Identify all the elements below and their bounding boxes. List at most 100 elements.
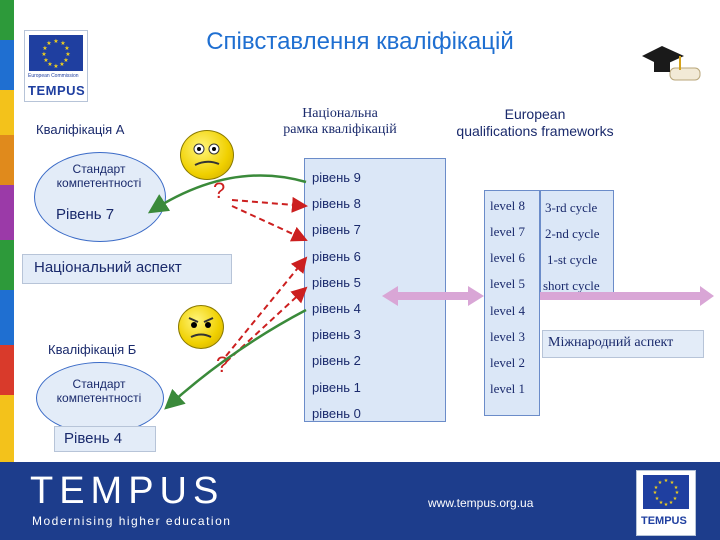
national-level-8: рівень 8 [312, 196, 361, 211]
qualification-a-standard: Стандарт компетентності [40, 162, 158, 190]
eu-level-6: level 6 [490, 250, 526, 265]
qualification-a-title: Кваліфікація А [36, 122, 125, 137]
question-mark-b: ? [216, 352, 229, 377]
svg-text:★: ★ [53, 38, 58, 45]
national-level-7: рівень 7 [312, 222, 361, 237]
svg-text:★: ★ [659, 500, 664, 506]
svg-text:★: ★ [63, 57, 68, 64]
national-level-0: рівень 0 [312, 406, 361, 421]
eu-flag-icon: ★★★★ ★★★★ ★★★★ [29, 35, 83, 71]
arrow-b-to-level-6 [225, 256, 308, 357]
european-header-line-2: qualifications frameworks [456, 123, 614, 139]
stripe-blue-2 [0, 290, 14, 345]
arrow-a-to-level-8 [231, 196, 308, 213]
svg-text:★: ★ [47, 61, 52, 68]
european-levels-box [484, 190, 540, 416]
svg-text:★: ★ [664, 478, 669, 484]
qa-standard-line-2: компетентності [56, 176, 142, 190]
stripe-blue [0, 40, 14, 90]
svg-text:★: ★ [46, 40, 51, 47]
svg-text:★: ★ [673, 496, 678, 502]
eu-level-1: level 1 [490, 381, 526, 396]
stripe-red [0, 345, 14, 395]
national-level-9: рівень 9 [312, 170, 361, 185]
eu-logo-caption: European Commission [28, 73, 79, 79]
eu-level-4: level 4 [490, 303, 526, 318]
qualification-b-level-box [54, 426, 156, 452]
international-aspect-box [542, 330, 704, 358]
footer-eu-flag-icon: ★★★★ ★★★★ ★★★★ [643, 475, 689, 509]
svg-text:★: ★ [653, 490, 658, 496]
graduation-cap-icon [640, 42, 704, 98]
question-mark-a: ? [213, 178, 226, 203]
eu-level-5: level 5 [490, 276, 526, 291]
eu-level-7: level 7 [490, 224, 526, 239]
footer-tagline: Modernising higher education [32, 514, 232, 528]
svg-text:★: ★ [42, 45, 47, 52]
svg-text:★: ★ [41, 51, 46, 58]
national-header-line-1: Національна [302, 106, 378, 121]
svg-text:★: ★ [655, 496, 660, 502]
eu-logo-tempus: TEMPUS [28, 83, 86, 98]
stripe-orange [0, 135, 14, 185]
national-aspect-box [22, 254, 232, 284]
qualification-b-title: Кваліфікація Б [48, 342, 137, 357]
qb-standard-line-2: компетентності [56, 391, 142, 405]
confused-smiley-icon [180, 130, 234, 180]
qualification-a-level: Рівень 7 [56, 206, 115, 223]
cycle-second: 2-nd cycle [545, 226, 600, 241]
svg-text:★: ★ [59, 61, 64, 68]
national-level-1: рівень 1 [312, 380, 361, 395]
national-aspect-label: Національний аспект [34, 259, 182, 276]
national-level-4: рівень 4 [312, 301, 361, 316]
svg-text:★: ★ [65, 51, 70, 58]
national-level-2: рівень 2 [312, 353, 361, 368]
national-level-3: рівень 3 [312, 327, 361, 342]
svg-text:★: ★ [60, 40, 65, 47]
svg-text:★: ★ [670, 480, 675, 486]
page-title: Співставлення кваліфікацій [206, 28, 514, 55]
qualification-b-standard: Стандарт компетентності [42, 377, 156, 405]
arrow-b-to-level-5 [225, 286, 308, 363]
footer-banner: TEMPUS Modernising higher education www.… [0, 462, 720, 540]
eu-level-3: level 3 [490, 329, 526, 344]
cycle-first: 1-st cycle [547, 252, 598, 267]
eu-level-2: level 2 [490, 355, 526, 370]
footer-logo-text: TEMPUS [641, 515, 687, 527]
qa-standard-line-1: Стандарт [72, 162, 126, 176]
cycle-short: short cycle [543, 278, 600, 293]
svg-text:★: ★ [43, 57, 48, 64]
stripe-green-2 [0, 240, 14, 290]
national-header-line-2: рамка кваліфікацій [283, 122, 397, 137]
qualification-b-level: Рівень 4 [64, 430, 123, 447]
eu-commission-logo: ★★★★ ★★★★ ★★★★ European Commission TEMPU… [24, 30, 88, 102]
stripe-green [0, 0, 14, 40]
svg-text:★: ★ [654, 485, 659, 491]
double-arrow-national-european [382, 286, 484, 306]
footer-url[interactable]: www.tempus.org.ua [428, 496, 534, 510]
svg-text:★: ★ [664, 502, 669, 508]
footer-brand: TEMPUS [30, 470, 225, 512]
arrow-level-4-to-b [164, 308, 307, 410]
european-framework-header: European qualifications frameworks [420, 106, 650, 140]
national-levels-box [304, 158, 446, 422]
footer-eu-logo: ★★★★ ★★★★ ★★★★ TEMPUS [636, 470, 696, 536]
eu-level-8: level 8 [490, 198, 526, 213]
european-header-line-1: European [504, 106, 566, 122]
svg-text:★: ★ [658, 480, 663, 486]
svg-text:★: ★ [64, 45, 69, 52]
qb-standard-line-1: Стандарт [72, 377, 126, 391]
stripe-yellow-2 [0, 395, 14, 462]
svg-text:★: ★ [669, 500, 674, 506]
cycle-third: 3-rd cycle [545, 200, 598, 215]
national-level-6: рівень 6 [312, 249, 361, 264]
stripe-purple [0, 185, 14, 240]
cycles-box [540, 190, 614, 300]
angry-smiley-icon [178, 305, 224, 349]
international-aspect-label: Міжнародний аспект [548, 335, 674, 350]
national-level-5: рівень 5 [312, 275, 361, 290]
arrow-a-to-level-7 [231, 205, 308, 242]
svg-text:★: ★ [674, 485, 679, 491]
arrow-level-9-to-a [147, 174, 307, 214]
